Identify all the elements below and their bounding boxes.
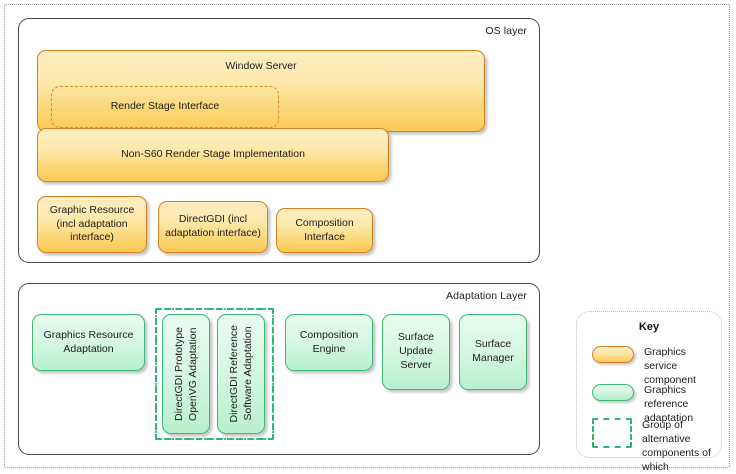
graphics-resource-adaptation-label: Graphics Resource Adaptation (43, 328, 134, 355)
surface-update-server-label: Surface Update Server (397, 331, 435, 371)
composition-interface-box[interactable]: Composition Interface (276, 208, 373, 253)
directgdi-reference-software-adaptation-label: DirectGDI Reference Software Adaptation (227, 325, 254, 423)
surface-manager-label: Surface Manager (472, 338, 514, 364)
key-panel: Key Graphics service component Graphics … (576, 311, 722, 473)
render-stage-implementation-label: Non-S60 Render Stage Implementation (121, 148, 305, 161)
page-border (4, 4, 730, 468)
key-entry-reference-adaptation: Graphics reference adaptation (592, 383, 711, 425)
adaptation-layer-label: Adaptation Layer (446, 290, 527, 302)
directgdi-prototype-openvg-adaptation-label: DirectGDI Prototype OpenVG Adaptation (172, 327, 199, 421)
os-layer-container: OS layer Window Server Render Stage Inte… (18, 18, 540, 263)
key-entry-service-component: Graphics service component (592, 345, 711, 387)
green-dash-dot-rect-swatch-icon (592, 418, 632, 448)
composition-interface-label: Composition Interface (295, 216, 354, 243)
directgdi-interface-box[interactable]: DirectGDI (incl adaptation interface) (158, 201, 268, 253)
alternative-components-group (155, 308, 274, 440)
graphics-resource-adaptation-box[interactable]: Graphics Resource Adaptation (32, 314, 145, 371)
directgdi-prototype-openvg-adaptation-box[interactable]: DirectGDI Prototype OpenVG Adaptation (162, 314, 210, 434)
composition-engine-label: Composition Engine (299, 328, 359, 355)
window-server-label: Window Server (225, 60, 297, 72)
orange-rounded-rect-swatch-icon (592, 346, 634, 363)
key-entry-service-component-label: Graphics service component (644, 346, 696, 387)
green-rounded-rect-swatch-icon (592, 384, 634, 401)
graphic-resource-interface-label: Graphic Resource (incl adaptation interf… (49, 203, 135, 244)
composition-engine-box[interactable]: Composition Engine (285, 314, 373, 371)
key-entry-alternative-group: Group of alternative components of which… (592, 418, 711, 474)
graphic-resource-interface-box[interactable]: Graphic Resource (incl adaptation interf… (37, 196, 147, 253)
surface-manager-box[interactable]: Surface Manager (459, 314, 527, 390)
os-layer-label: OS layer (485, 25, 527, 37)
surface-update-server-box[interactable]: Surface Update Server (382, 314, 450, 390)
key-entry-reference-adaptation-label: Graphics reference adaptation (644, 384, 694, 425)
key-entry-alternative-group-label: Group of alternative components of which… (642, 419, 711, 474)
directgdi-reference-software-adaptation-box[interactable]: DirectGDI Reference Software Adaptation (217, 314, 265, 434)
render-stage-implementation-box[interactable]: Non-S60 Render Stage Implementation (37, 128, 389, 182)
adaptation-layer-container: Adaptation Layer Graphics Resource Adapt… (18, 283, 540, 455)
render-stage-interface-label: Render Stage Interface (110, 100, 220, 113)
key-title: Key (638, 321, 660, 333)
render-stage-interface-box[interactable]: Render Stage Interface (51, 86, 279, 128)
directgdi-interface-label: DirectGDI (incl adaptation interface) (165, 213, 261, 239)
